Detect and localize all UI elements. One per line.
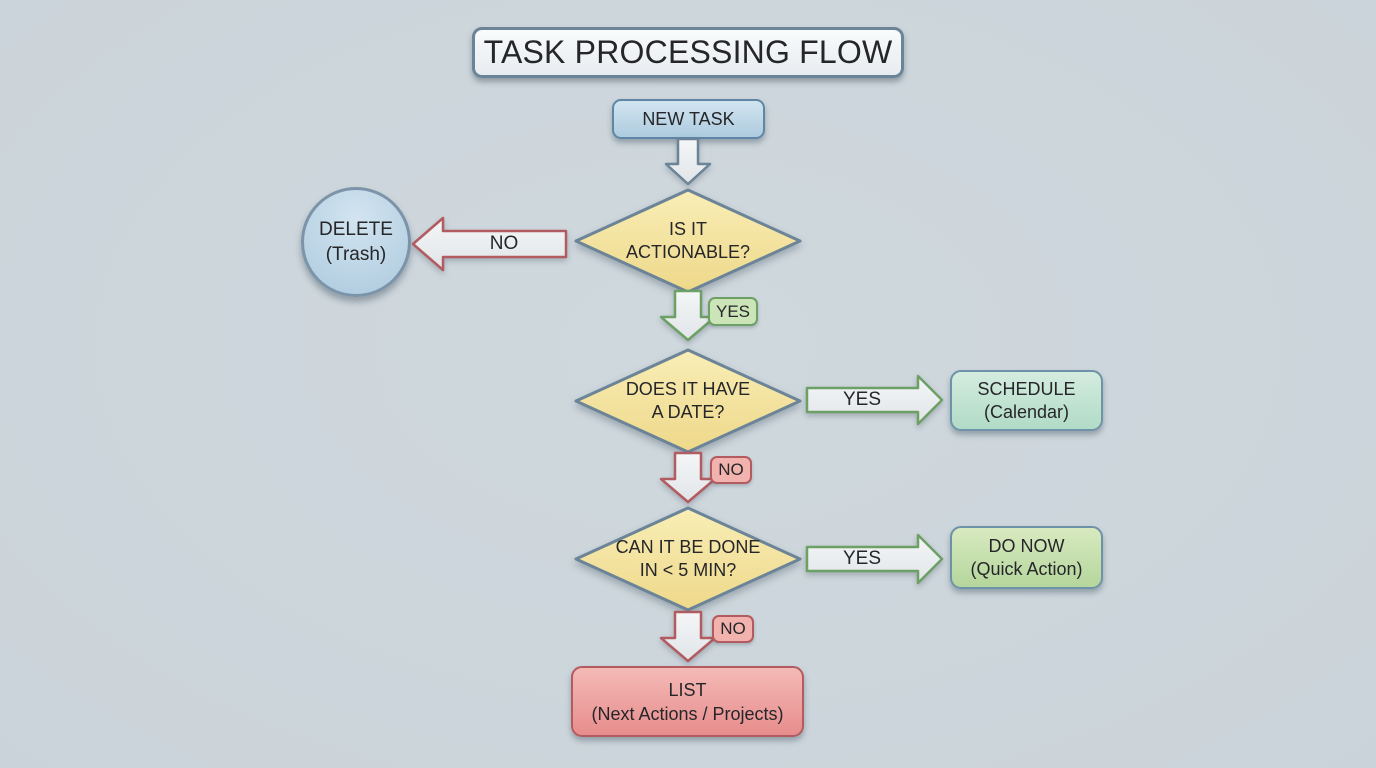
node-schedule-line2: (Calendar)	[983, 401, 1070, 422]
decision-has-date-line2: A DATE?	[651, 402, 725, 422]
node-decision-five-min: CAN IT BE DONE IN < 5 MIN?	[573, 505, 803, 613]
node-new-task-label: NEW TASK	[642, 108, 735, 129]
decision-five-min-diamond-shape	[574, 506, 802, 612]
node-delete-label-line2: (Trash)	[325, 244, 387, 265]
decision-actionable-label: IS IT ACTIONABLE?	[573, 187, 803, 295]
node-list-next-actions: LIST (Next Actions / Projects)	[571, 666, 804, 737]
node-do-now-line1: DO NOW	[988, 535, 1065, 556]
diagram-title: TASK PROCESSING FLOW	[472, 27, 904, 78]
node-do-now-line2: (Quick Action)	[970, 558, 1083, 579]
node-list-line2: (Next Actions / Projects)	[591, 703, 784, 724]
edge-date-yes-text: YES	[842, 389, 882, 410]
node-delete-label-line1: DELETE	[319, 219, 393, 240]
edge-actionable-yes-badge: YES	[708, 297, 758, 326]
edge-date-no-arrow-down-icon	[659, 451, 717, 504]
node-new-task: NEW TASK	[612, 99, 765, 139]
decision-five-min-line2: IN < 5 MIN?	[639, 560, 737, 580]
node-list-line1: LIST	[668, 679, 707, 700]
decision-five-min-label: CAN IT BE DONE IN < 5 MIN?	[573, 505, 803, 613]
decision-actionable-line1: IS IT	[668, 219, 707, 239]
edge-five-min-yes-arrow-right-icon	[805, 533, 944, 585]
edge-actionable-no-text: NO	[489, 233, 519, 254]
edge-actionable-no-arrow-left-icon	[411, 216, 568, 272]
edge-actionable-no-label: NO	[443, 229, 565, 259]
edge-date-no-badge: NO	[710, 456, 752, 484]
decision-five-min-line1: CAN IT BE DONE	[615, 537, 761, 557]
node-decision-has-date: DOES IT HAVE A DATE?	[573, 347, 803, 455]
node-do-now: DO NOW (Quick Action)	[950, 526, 1103, 589]
edge-five-min-yes-label: YES	[807, 545, 917, 573]
node-schedule-line1: SCHEDULE	[977, 378, 1076, 399]
edge-newtask-to-actionable-arrow-down-icon	[664, 137, 712, 186]
edge-date-no-text: NO	[718, 460, 744, 479]
edge-five-min-no-badge: NO	[712, 615, 754, 643]
edge-five-min-no-arrow-down-icon	[659, 610, 717, 663]
edge-five-min-no-text: NO	[720, 619, 746, 638]
node-schedule-calendar: SCHEDULE (Calendar)	[950, 370, 1103, 431]
edge-actionable-yes-arrow-down-icon	[659, 289, 717, 342]
edge-date-yes-arrow-right-icon	[805, 374, 944, 426]
edge-actionable-yes-text: YES	[715, 301, 751, 321]
decision-has-date-label: DOES IT HAVE A DATE?	[573, 347, 803, 455]
decision-has-date-line1: DOES IT HAVE	[625, 379, 751, 399]
node-decision-actionable: IS IT ACTIONABLE?	[573, 187, 803, 295]
edge-five-min-yes-text: YES	[842, 548, 882, 569]
edge-date-yes-label: YES	[807, 386, 917, 414]
node-delete-trash: DELETE (Trash)	[301, 187, 411, 297]
diagram-title-text: TASK PROCESSING FLOW	[483, 34, 893, 70]
decision-actionable-line2: ACTIONABLE?	[625, 242, 751, 262]
